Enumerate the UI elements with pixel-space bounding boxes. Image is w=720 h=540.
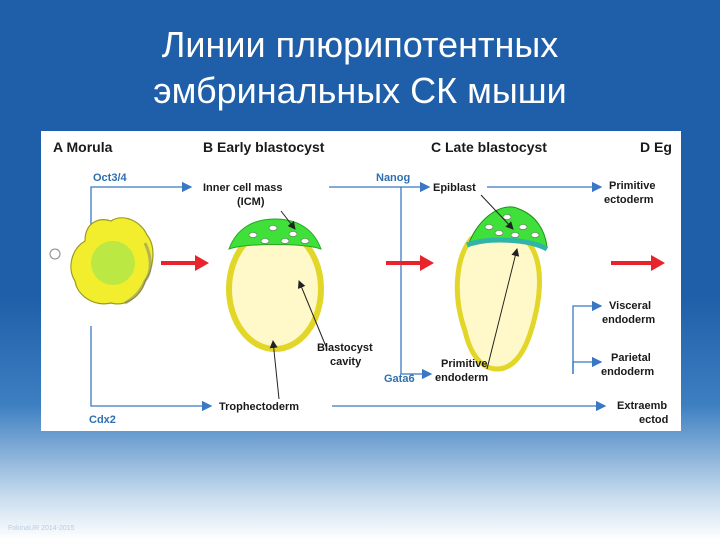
slide-footer: FokinaUR 2014-2015: [8, 525, 75, 532]
label-icm-1: Inner cell mass: [203, 182, 283, 194]
gene-oct34: Oct3/4: [93, 172, 128, 184]
label-pe-2: endoderm: [435, 372, 488, 384]
label-pe-1: Primitive: [441, 358, 487, 370]
label-visceral-2: endoderm: [602, 314, 655, 326]
label-prim-ecto-2: ectoderm: [604, 194, 654, 206]
label-cavity-2: cavity: [330, 356, 362, 368]
slide-title: Линии плюрипотентных эмбринальных СК мыш…: [0, 22, 720, 114]
label-cavity-1: Blastocyst: [317, 342, 373, 354]
embryo-lineage-figure: A Morula B Early blastocyst C Late blast…: [41, 131, 681, 431]
label-visceral-1: Visceral: [609, 300, 651, 312]
label-trophectoderm: Trophectoderm: [219, 401, 299, 413]
title-line-1: Линии плюрипотентных: [0, 22, 720, 68]
label-icm-2: (ICM): [237, 196, 265, 208]
stage-c-label: C Late blastocyst: [431, 139, 547, 155]
label-parietal-1: Parietal: [611, 352, 651, 364]
gene-cdx2: Cdx2: [89, 414, 116, 426]
title-line-2: эмбринальных СК мыши: [0, 68, 720, 114]
lineage-diagram: A Morula B Early blastocyst C Late blast…: [41, 131, 681, 431]
stage-a-label: A Morula: [53, 139, 113, 155]
gene-gata6: Gata6: [384, 373, 415, 385]
label-epiblast: Epiblast: [433, 182, 476, 194]
late-blastocyst-illustration: [457, 207, 547, 369]
label-prim-ecto-1: Primitive: [609, 180, 655, 192]
gene-nanog: Nanog: [376, 172, 410, 184]
label-extraemb-1: Extraemb: [617, 400, 667, 412]
label-extraemb-2: ectod: [639, 414, 668, 426]
stage-b-label: B Early blastocyst: [203, 139, 325, 155]
stage-d-label: D Eg: [640, 139, 672, 155]
label-parietal-2: endoderm: [601, 366, 654, 378]
morula-illustration: [50, 218, 153, 304]
early-blastocyst-illustration: [229, 219, 321, 349]
